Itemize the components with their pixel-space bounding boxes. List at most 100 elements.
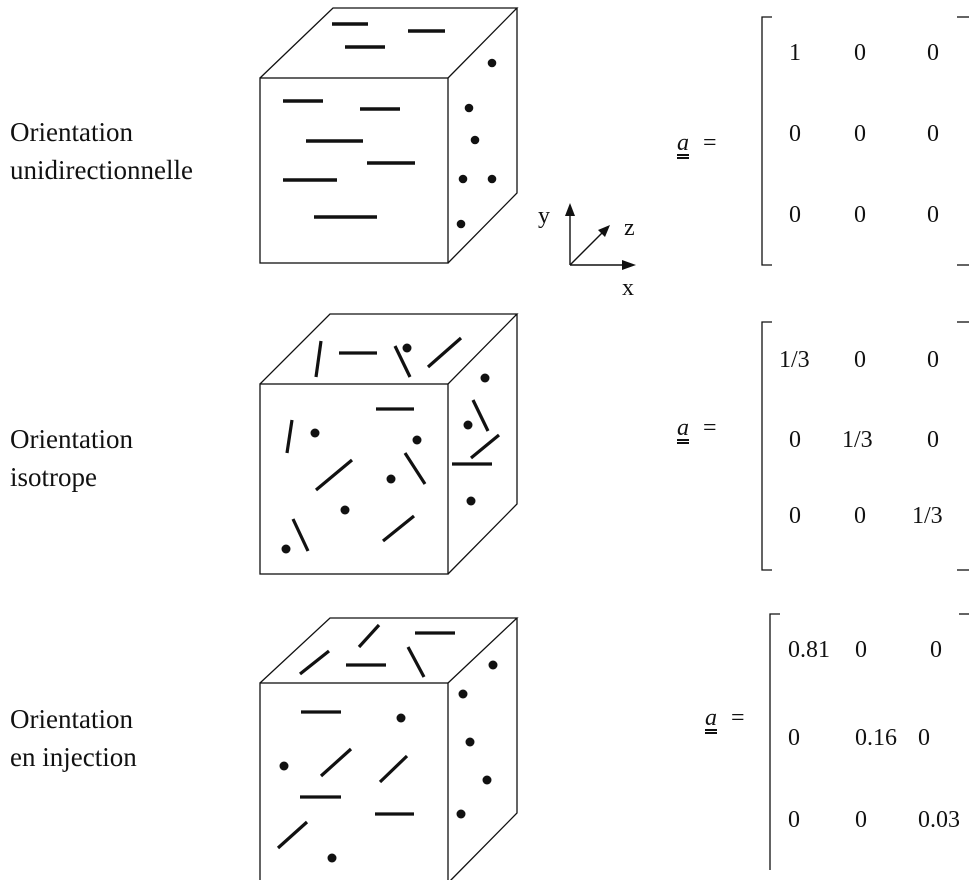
fiber-end-dot	[482, 775, 492, 785]
y-arrow-icon	[565, 203, 575, 216]
matrix-cell: 0	[788, 807, 800, 833]
cube-side-face	[450, 618, 518, 880]
cube-side-face	[447, 8, 518, 264]
matrix-cell: 0	[927, 202, 939, 228]
fiber-end-dot	[470, 135, 480, 145]
fiber-end-dot	[340, 505, 350, 515]
cube-top-face	[259, 313, 519, 385]
label-line-2: en injection	[10, 742, 137, 772]
tensor-symbol: a =	[677, 415, 717, 441]
matrix-cell: 0	[854, 503, 866, 529]
fiber	[378, 754, 409, 784]
matrix-cell: 0	[927, 121, 939, 147]
row-label: Orientation en injection	[10, 700, 137, 776]
label-line-2: unidirectionnelle	[10, 155, 193, 185]
row-injection: Orientation en injection	[0, 590, 969, 880]
label-line-1: Orientation	[10, 704, 133, 734]
fiber-end-dot	[488, 660, 498, 670]
z-axis-label: z	[624, 215, 635, 241]
matrix-cell: 0	[789, 121, 801, 147]
fiber-end-dot	[456, 809, 466, 819]
fiber	[314, 458, 354, 492]
row-label: Orientation isotrope	[10, 420, 133, 496]
matrix-cell: 0	[918, 725, 930, 751]
cube-top-face	[259, 617, 519, 684]
matrix-cell: 0	[854, 40, 866, 66]
cube-front-face	[259, 682, 449, 880]
matrix-cell: 1	[789, 40, 801, 66]
z-arrow-icon	[598, 225, 610, 237]
tensor-symbol: a =	[677, 130, 717, 156]
matrix-cell: 1/3	[912, 503, 943, 529]
right-bracket	[959, 613, 969, 615]
fiber-end-dot	[310, 428, 320, 438]
fiber	[469, 433, 501, 460]
fiber	[471, 399, 490, 432]
fiber-end-dot	[412, 435, 422, 445]
matrix-cell: 1/3	[779, 347, 810, 373]
left-bracket	[769, 613, 780, 870]
fiber-end-dot	[487, 174, 497, 184]
y-axis-label: y	[538, 203, 550, 229]
fiber-end-dot	[386, 474, 396, 484]
fiber-end-dot	[463, 420, 473, 430]
fiber	[299, 649, 330, 676]
right-bracket	[957, 321, 969, 571]
fiber	[285, 419, 294, 454]
fiber-end-dot	[456, 219, 466, 229]
fiber-end-dot	[466, 496, 476, 506]
fiber	[403, 452, 427, 485]
matrix-cell: 0	[855, 807, 867, 833]
fiber	[291, 518, 310, 552]
fiber	[357, 623, 381, 649]
label-line-2: isotrope	[10, 462, 97, 492]
matrix-cell: 1/3	[842, 427, 873, 453]
cube-side-face	[447, 314, 518, 575]
matrix-cell: 0	[789, 427, 801, 453]
matrix-cell: 0	[854, 202, 866, 228]
label-line-1: Orientation	[10, 117, 133, 147]
matrix-cell: 0	[855, 637, 867, 663]
matrix-cell: 0	[789, 503, 801, 529]
matrix-cell: 0.81	[788, 637, 830, 663]
fiber-end-dot	[396, 713, 406, 723]
fiber	[393, 345, 412, 378]
left-bracket	[761, 16, 772, 266]
fiber-end-dot	[458, 174, 468, 184]
fiber	[426, 336, 463, 369]
fiber-end-dot	[487, 58, 497, 68]
fiber-end-dot	[465, 737, 475, 747]
fiber-end-dot	[402, 343, 412, 353]
matrix-cell: 0	[927, 427, 939, 453]
fiber	[319, 747, 353, 778]
matrix-cell: 0.16	[855, 725, 897, 751]
row-isotropic: Orientation isotrope	[0, 290, 969, 590]
matrix-cell: 0	[788, 725, 800, 751]
matrix-cell: 0.03	[918, 807, 960, 833]
matrix-cell: 0	[927, 347, 939, 373]
fiber	[314, 340, 323, 378]
matrix-cell: 0	[854, 347, 866, 373]
tensor-symbol: a =	[705, 705, 745, 731]
x-arrow-icon	[622, 260, 636, 270]
fiber	[276, 820, 309, 850]
cube-front-face	[259, 77, 449, 264]
coordinate-axes: y z x	[538, 203, 636, 301]
fiber	[406, 646, 426, 678]
matrix-cell: 0	[789, 202, 801, 228]
fiber-end-dot	[480, 373, 490, 383]
matrix-cell: 0	[854, 121, 866, 147]
fiber-end-dot	[458, 689, 468, 699]
label-line-1: Orientation	[10, 424, 133, 454]
matrix-cell: 0	[930, 637, 942, 663]
fiber-end-dot	[279, 761, 289, 771]
right-bracket	[957, 16, 969, 266]
fiber-end-dot	[281, 544, 291, 554]
fiber-cube-unidirectional	[259, 7, 519, 264]
fiber	[381, 514, 416, 543]
matrix-cell: 0	[927, 40, 939, 66]
x-axis-label: x	[622, 275, 634, 301]
cube-front-face	[259, 383, 449, 575]
row-unidirectional: Orientation unidirectionnelle	[0, 0, 969, 301]
